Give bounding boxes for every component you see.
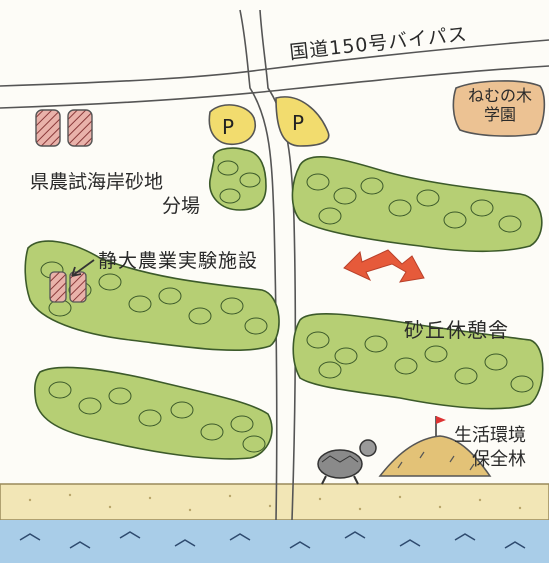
farm-seaside-label-line2: 分場 xyxy=(162,195,201,217)
school-label: ねむの木学園 xyxy=(467,86,532,124)
hill-grass xyxy=(397,451,475,471)
sea xyxy=(0,520,549,563)
bush-areas xyxy=(24,147,544,460)
forest-label-line1: 生活環境 xyxy=(454,425,526,446)
flag-icon xyxy=(435,416,446,436)
university-pointer-arrow xyxy=(71,259,95,277)
bush-area-parking-south xyxy=(209,147,267,211)
forest-label-line2: 保全林 xyxy=(472,449,526,470)
rest-house-label: 砂丘休憩舎 xyxy=(404,318,509,342)
access-road-left-edge xyxy=(239,9,278,521)
bush-area-central xyxy=(292,312,544,410)
sand-dots xyxy=(28,493,522,512)
parking-lot-left xyxy=(208,104,256,145)
university-label: 静大農業実験施設 xyxy=(98,250,259,272)
farm-plot-1 xyxy=(35,109,61,147)
national-route-150-bypass xyxy=(0,39,549,87)
parking-label-left: P xyxy=(222,115,234,139)
bush-area-west-lower xyxy=(34,366,273,460)
farm-seaside-label: 県農試海岸砂地 分場 xyxy=(30,170,200,218)
farm-seaside-label-line1: 県農試海岸砂地 xyxy=(30,171,164,193)
nemunoki-school-area xyxy=(452,80,546,137)
forest-label: 生活環境 保全林 xyxy=(454,424,526,472)
national-route-150-bypass-edge xyxy=(0,65,549,109)
sand-beach xyxy=(0,483,549,521)
turtle-icon xyxy=(317,439,377,485)
university-plot-1 xyxy=(49,271,67,303)
parking-lot-right xyxy=(275,96,330,147)
bush-area-east xyxy=(291,156,543,253)
bush-area-west-upper xyxy=(24,240,280,352)
rest-house-direction-arrow xyxy=(343,249,425,283)
parking-label-right: P xyxy=(292,111,304,135)
conservation-forest-hill xyxy=(378,435,492,477)
farm-plot-2 xyxy=(67,109,93,147)
sea-waves xyxy=(19,531,526,549)
